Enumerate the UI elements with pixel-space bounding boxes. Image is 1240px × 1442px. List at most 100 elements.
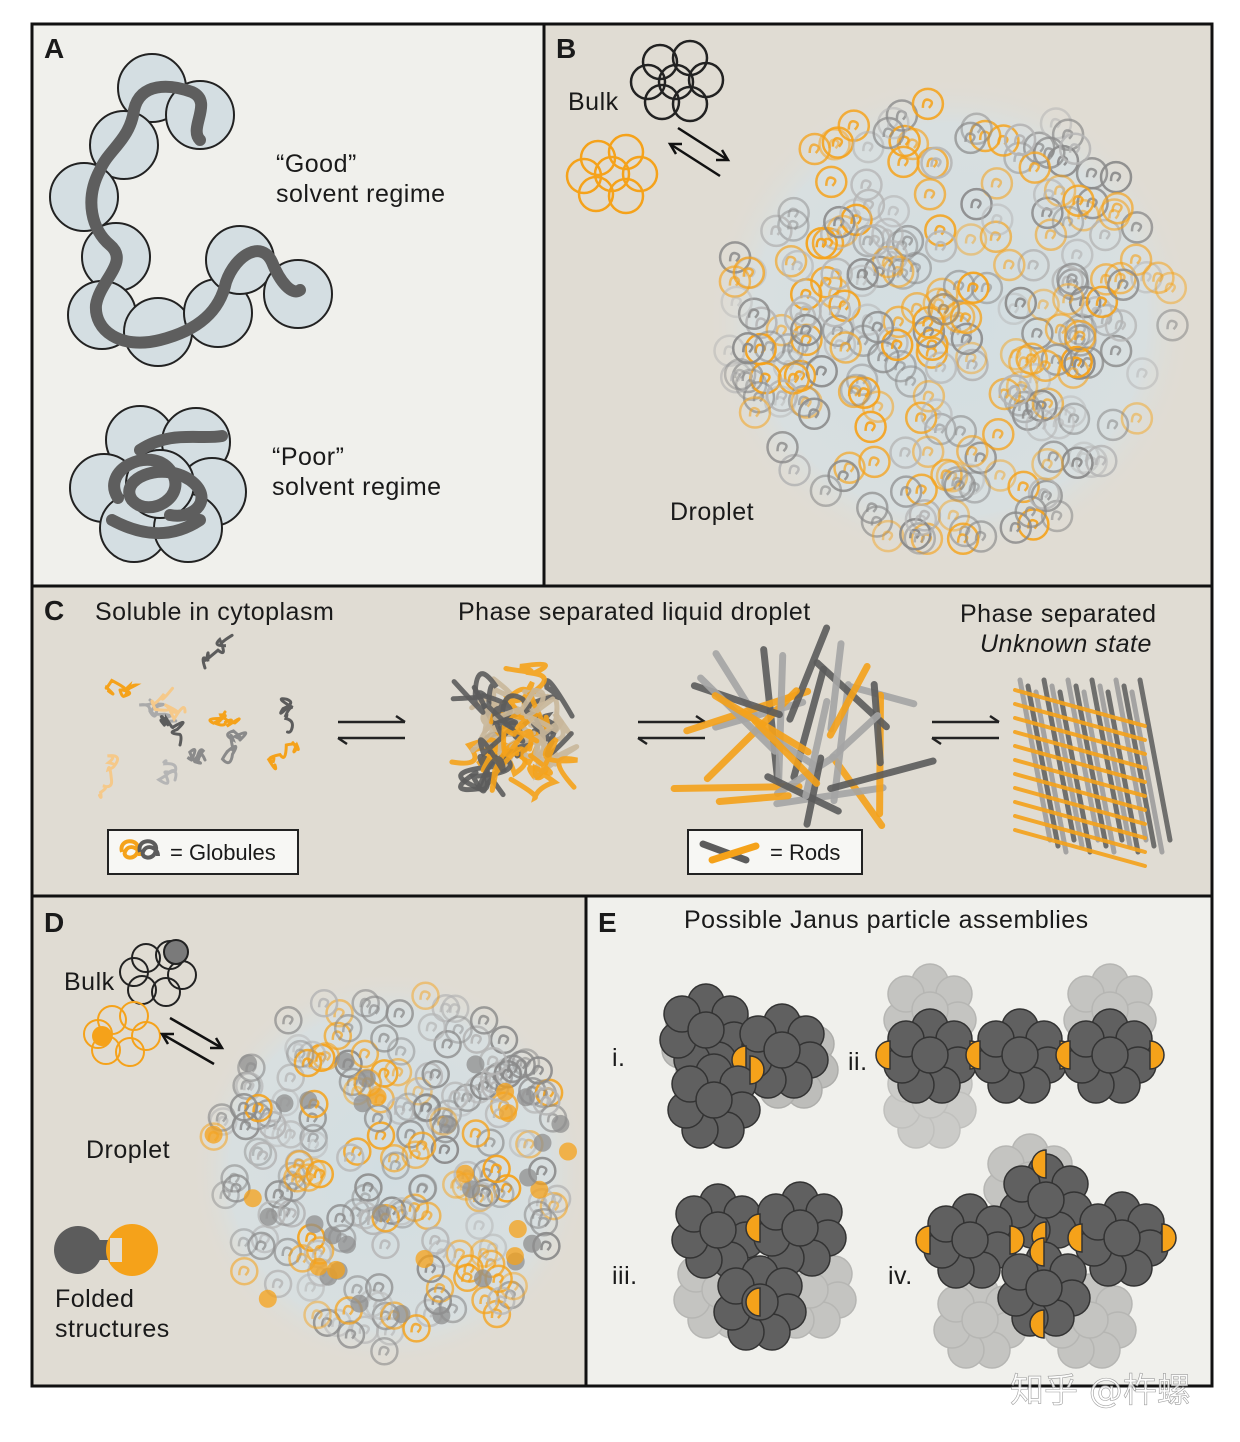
droplet-squiggle: [424, 1263, 437, 1274]
rod: [826, 663, 871, 739]
globules-legend-label: = Globules: [170, 840, 276, 865]
droplet-loop: [1042, 406, 1076, 440]
droplet-loop: [979, 220, 1013, 254]
droplet-squiggle: [486, 1055, 499, 1066]
droplet-squiggle: [807, 408, 820, 419]
panel-d: D Bulk Droplet Folded structures: [44, 907, 590, 1370]
droplet-squiggle: [857, 387, 870, 398]
globule-strand: [156, 759, 178, 785]
droplet-squiggle: [1062, 293, 1074, 305]
droplet-squiggle: [344, 1328, 357, 1340]
droplet-loop: [765, 379, 799, 413]
droplet-loop: [305, 1159, 335, 1189]
janus-orange-cap: [749, 1055, 765, 1085]
droplet-loop: [433, 1029, 462, 1059]
folded-head: [243, 1189, 262, 1208]
droplet-loop: [1056, 262, 1089, 296]
droplet-squiggle: [410, 1322, 422, 1334]
droplet-squiggle: [293, 1158, 305, 1170]
droplet-squiggle: [433, 1283, 446, 1294]
lattice-rod-diagonal: [1013, 744, 1147, 784]
droplet-loop: [777, 209, 810, 242]
lattice-rod-diagonal: [1013, 786, 1147, 826]
janus-sub-bead: [933, 1311, 971, 1349]
folded-head: [275, 1094, 294, 1113]
droplet-loop: [1034, 218, 1068, 251]
droplet-squiggle: [922, 390, 935, 402]
droplet-squiggle: [819, 485, 832, 496]
droplet-squiggle: [252, 1102, 264, 1113]
droplet-squiggle: [473, 1220, 485, 1231]
droplet-squiggle: [378, 1345, 390, 1357]
janus-particle: [713, 1255, 807, 1351]
lattice-rod-diagonal: [1013, 716, 1147, 756]
droplet-loop: [465, 1211, 494, 1240]
folded-label-line2: structures: [55, 1315, 170, 1343]
droplet-squiggle: [930, 409, 942, 420]
droplet-squiggle: [849, 384, 862, 395]
droplet-squiggle: [258, 1233, 271, 1244]
droplet-squiggle: [477, 1080, 490, 1091]
equilibrium-arrows-d: [159, 1016, 225, 1066]
droplet-squiggle: [1129, 254, 1142, 265]
janus-sub-bead: [695, 1081, 733, 1119]
droplet-loop: [924, 351, 958, 384]
droplet-loop: [1120, 402, 1154, 435]
droplet-squiggle: [389, 1160, 401, 1171]
droplet-loop: [787, 332, 820, 365]
droplet-squiggle: [860, 179, 872, 190]
folded-head: [336, 1052, 355, 1071]
droplet-squiggle: [775, 390, 788, 401]
droplet-loop: [421, 1226, 450, 1255]
droplet-loop: [823, 205, 856, 239]
droplet-loop: [1085, 285, 1119, 319]
assembly-iv-label: iv.: [888, 1262, 913, 1290]
droplet-loop: [1061, 238, 1094, 272]
droplet-squiggle: [839, 341, 851, 353]
folded-head: [371, 1203, 390, 1222]
globule-strand: [139, 698, 178, 723]
droplet-squiggle: [1044, 229, 1057, 240]
droplet-squiggle: [800, 334, 812, 345]
droplet-loop: [787, 384, 821, 418]
droplet-squiggle: [306, 1112, 318, 1123]
droplet-loop: [790, 386, 823, 419]
droplet-squiggle: [1014, 297, 1027, 308]
janus-sub-bead: [1067, 975, 1105, 1013]
folded-head: [368, 1088, 387, 1106]
folded-head: [466, 1055, 485, 1074]
droplet-loop: [732, 256, 766, 290]
droplet-loop: [889, 475, 923, 508]
droplet-loop: [997, 292, 1031, 326]
droplet-loop: [944, 414, 978, 448]
droplet-squiggle: [967, 282, 979, 293]
droplet-loop: [903, 522, 937, 555]
droplet-loop: [846, 258, 880, 291]
droplet-loop: [1107, 268, 1140, 301]
droplet-loop: [1057, 402, 1091, 436]
droplet-loop: [462, 1025, 491, 1054]
rods-legend-label: = Rods: [770, 840, 840, 865]
droplet-loop: [411, 981, 440, 1011]
droplet-loop: [385, 1096, 415, 1125]
droplet-squiggle: [923, 188, 936, 200]
folded-head: [456, 1164, 475, 1183]
droplet-loop: [1156, 308, 1189, 342]
droplet-loop: [926, 277, 959, 311]
droplet-squiggle: [341, 1022, 354, 1034]
droplet-squiggle: [256, 1150, 269, 1161]
droplet-squiggle: [744, 379, 757, 390]
bulk-gray-globule: [629, 39, 725, 123]
droplet-squiggle: [828, 305, 841, 317]
droplet-loop: [354, 1173, 383, 1202]
globule-strand: [201, 633, 234, 670]
janus-sub-bead: [897, 1111, 935, 1149]
droplet-squiggle: [776, 441, 788, 453]
janus-orange-cap: [1029, 1309, 1045, 1339]
droplet-squiggle: [313, 1168, 326, 1179]
droplet-squiggle: [837, 470, 849, 481]
folded-head: [350, 1294, 369, 1313]
droplet-loop: [350, 1039, 380, 1069]
droplet-squiggle: [964, 132, 976, 143]
janus-sub-bead: [1027, 1181, 1065, 1219]
